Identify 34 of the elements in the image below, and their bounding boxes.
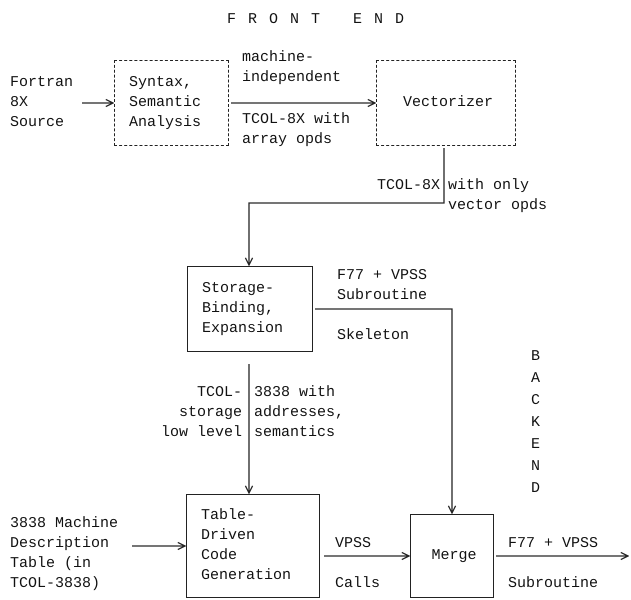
node-label: 3838 Machine Description Table (in TCOL-3838) [10,514,120,594]
annotation-text: TCOL-8X [376,176,440,196]
vertical-label: BACK END [531,347,540,499]
arrow [82,98,114,108]
annotation-text: F77 + VPSS Subroutine [337,266,428,306]
annotation-text: machine- independent [242,48,342,88]
arrow [496,552,629,560]
annotation-text: Subroutine [508,574,600,594]
process-box [410,514,494,598]
arrow [315,308,456,514]
arrow [324,552,410,560]
process-box [376,60,516,146]
arrow [244,364,254,494]
diagram-title: FRONT END [226,10,417,30]
process-box [187,266,313,352]
annotation-text: TCOL- storage low level [160,383,242,443]
annotation-text: Calls [335,574,382,594]
annotation-text: TCOL-8X with array opds [242,110,352,150]
annotation-text: with only vector opds [448,176,548,216]
annotation-text: Skeleton [337,326,410,346]
process-box [114,60,229,146]
process-box [186,494,320,598]
node-label: Table- Driven Code Generation [201,506,292,586]
node-label: Vectorizer [402,93,493,113]
node-label: Storage- Binding, Expansion [202,279,284,339]
node-label: Fortran 8X Source [10,73,74,133]
annotation-text: VPSS [335,534,372,554]
annotation-text: F77 + VPSS [508,534,600,554]
annotation-text: 3838 with addresses, semantics [254,383,346,443]
arrow [132,542,186,550]
node-label: Merge [431,546,476,566]
arrow [244,148,445,266]
node-label: Syntax, Semantic Analysis [129,73,202,133]
arrow [231,98,376,108]
